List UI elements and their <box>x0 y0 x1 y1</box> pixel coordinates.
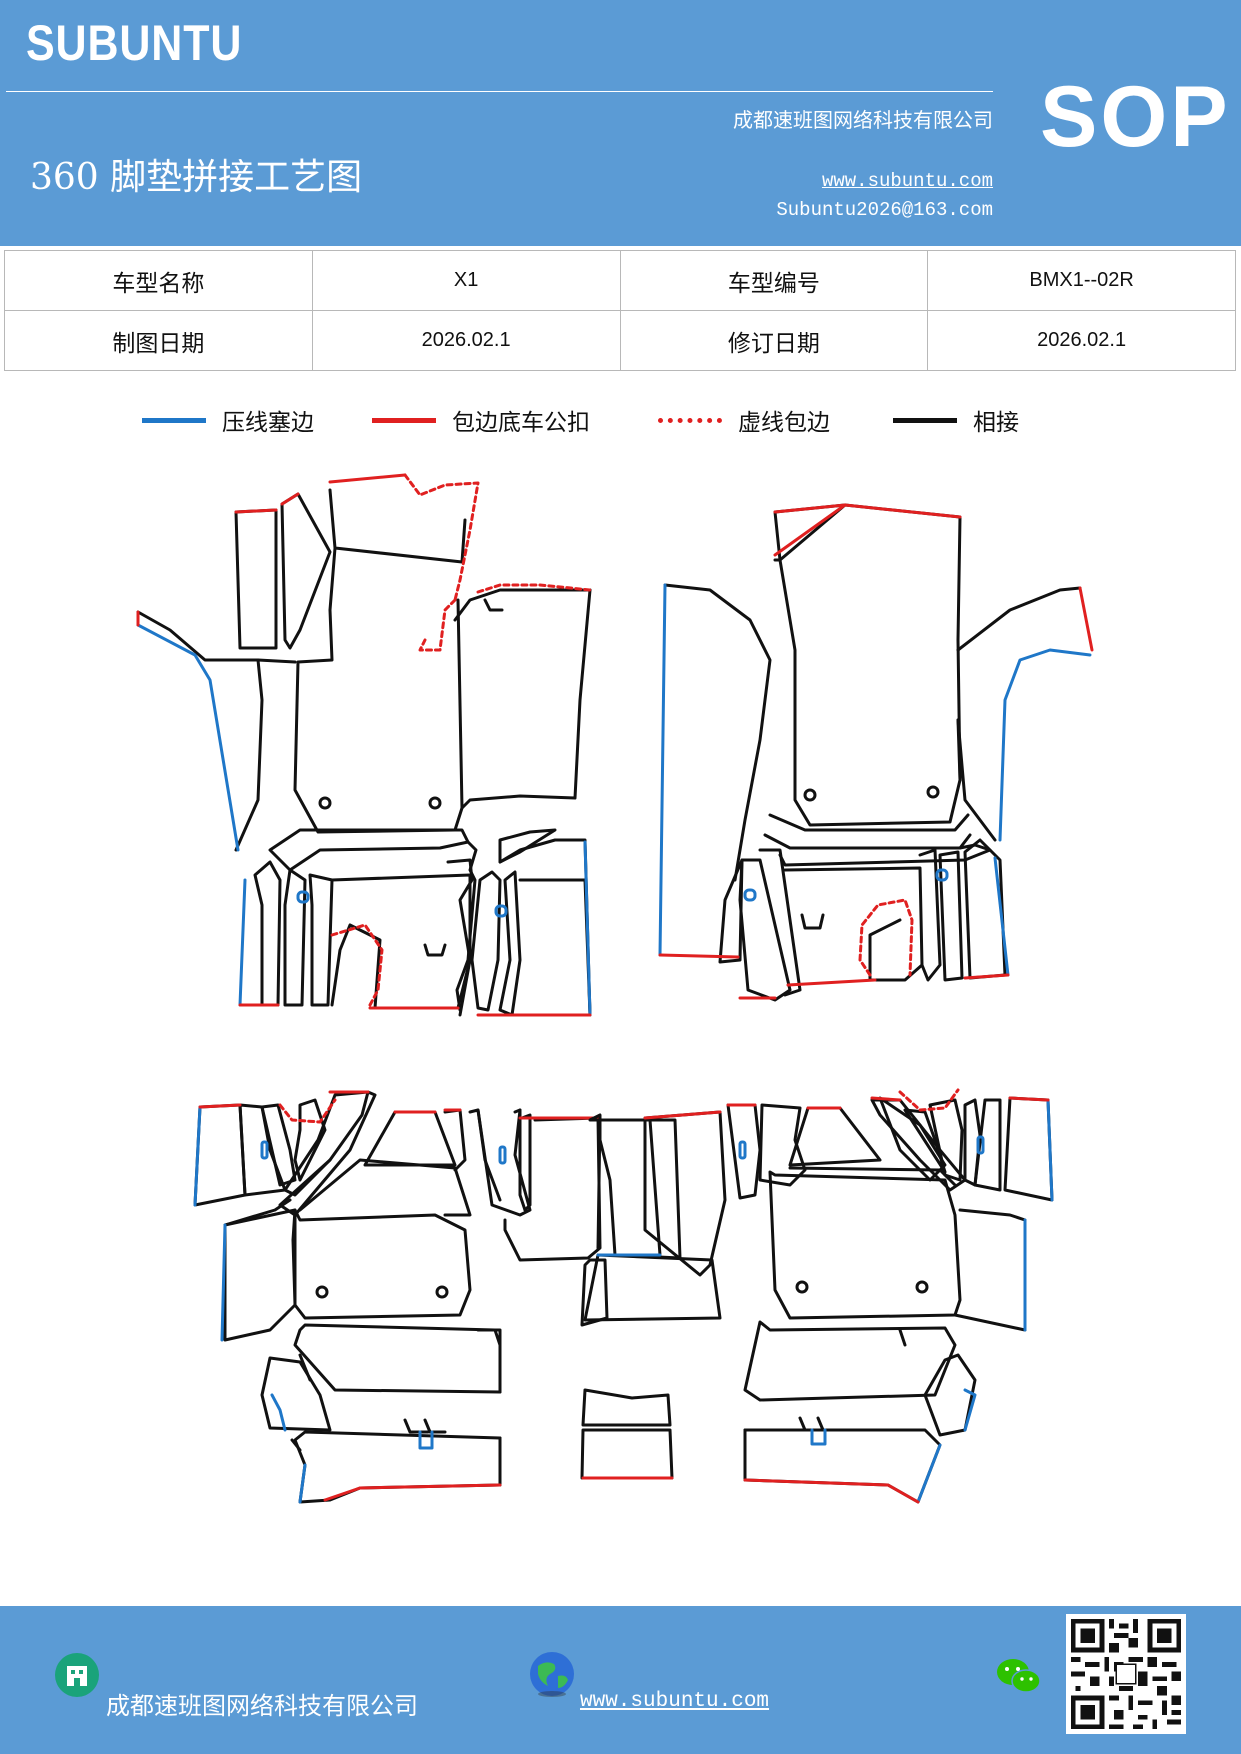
building-icon <box>55 1653 99 1697</box>
page-header: SUBUNTU 成都速班图网络科技有限公司 360 脚垫拼接工艺图 www.su… <box>0 0 1241 246</box>
passenger-side-mat <box>658 503 1094 1002</box>
draw-date-label: 制图日期 <box>4 310 313 371</box>
footer-website-link[interactable]: www.subuntu.com <box>580 1690 770 1713</box>
info-table: 车型名称 X1 车型编号 BMX1--02R 制图日期 2026.02.1 修订… <box>4 250 1236 371</box>
table-row: 制图日期 2026.02.1 修订日期 2026.02.1 <box>4 310 1236 371</box>
legend-item-red-edge: 包边底车公扣 <box>372 400 590 440</box>
model-name-value: X1 <box>311 250 621 311</box>
rear-center-mat <box>580 1113 722 1480</box>
rear-left-mat <box>193 1090 609 1504</box>
revision-date-value: 2026.02.1 <box>927 310 1236 371</box>
table-row: 车型名称 X1 车型编号 BMX1--02R <box>4 250 1236 311</box>
model-code-label: 车型编号 <box>619 250 929 311</box>
header-divider <box>6 91 993 92</box>
legend-swatch <box>142 417 206 423</box>
line-legend: 压线塞边 包边底车公扣 虚线包边 相接 <box>0 400 1241 440</box>
floor-mat-diagram <box>0 455 1241 1530</box>
rear-right-mat <box>643 1088 1054 1504</box>
legend-item-press-line: 压线塞边 <box>142 400 314 440</box>
email-address[interactable]: Subuntu2026@163.com <box>776 199 993 221</box>
revision-date-label: 修订日期 <box>619 310 929 371</box>
brand-logo: SUBUNTU <box>26 15 243 71</box>
legend-item-joint: 相接 <box>893 400 1019 440</box>
legend-swatch <box>372 417 436 423</box>
legend-item-dashed-edge: 虚线包边 <box>658 400 830 440</box>
footer-company-name: 成都速班图网络科技有限公司 <box>106 1692 418 1720</box>
legend-label: 虚线包边 <box>738 410 830 436</box>
legend-swatch <box>658 417 722 423</box>
driver-side-mat <box>136 473 592 1017</box>
website-link[interactable]: www.subuntu.com <box>821 170 993 192</box>
legend-label: 包边底车公扣 <box>452 410 590 436</box>
globe-icon <box>530 1652 574 1697</box>
model-name-label: 车型名称 <box>4 250 313 311</box>
sop-badge: SOP <box>1040 69 1231 165</box>
draw-date-value: 2026.02.1 <box>311 310 621 371</box>
page-footer: 成都速班图网络科技有限公司 www.subuntu.com <box>0 1606 1241 1754</box>
wechat-icon[interactable] <box>996 1656 1042 1696</box>
floor-mat-drawing <box>136 473 1094 1504</box>
company-name: 成都速班图网络科技有限公司 <box>733 108 993 132</box>
legend-label: 相接 <box>973 410 1019 436</box>
page-title: 360 脚垫拼接工艺图 <box>30 157 363 198</box>
qr-code <box>1066 1614 1186 1734</box>
legend-label: 压线塞边 <box>222 410 314 436</box>
legend-swatch <box>893 417 957 423</box>
model-code-value: BMX1--02R <box>927 250 1236 311</box>
